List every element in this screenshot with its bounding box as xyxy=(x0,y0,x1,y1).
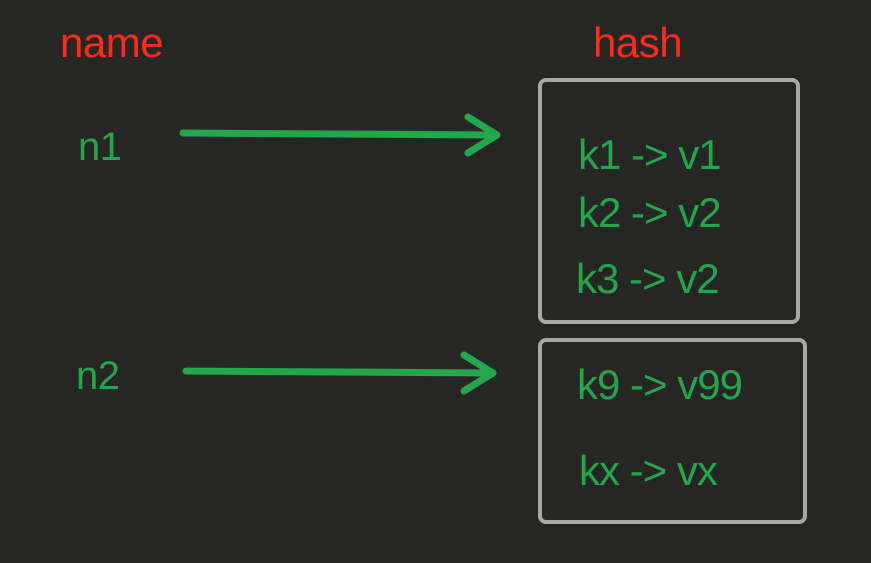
hash-box-n2: k9 -> v99 kx -> vx xyxy=(538,338,807,524)
hash-entry: k9 -> v99 xyxy=(577,361,743,408)
hash-entry: k3 -> v2 xyxy=(576,255,720,302)
hash-entry: k2 -> v2 xyxy=(578,189,722,236)
hash-column-header: hash xyxy=(593,19,683,66)
name-column-header: name xyxy=(60,19,164,66)
key-n1-label: n1 xyxy=(78,125,122,169)
hash-box-n1: k1 -> v1 k2 -> v2 k3 -> v2 xyxy=(538,78,800,324)
key-n2-label: n2 xyxy=(76,354,120,398)
hash-entry: k1 -> v1 xyxy=(578,131,722,178)
arrow-n1-to-hash xyxy=(179,113,501,157)
arrow-n2-to-hash xyxy=(182,351,497,395)
hash-entry: kx -> vx xyxy=(579,447,718,494)
